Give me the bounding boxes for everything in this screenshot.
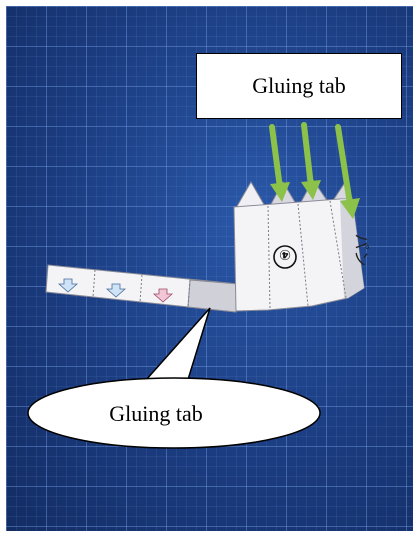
- circled-number-ring: [273, 245, 297, 269]
- down-arrow-blue-icon: [57, 278, 79, 293]
- down-arrow-pink-icon: [152, 288, 174, 303]
- speech-bubble: [27, 307, 321, 449]
- green-arrow-icon: [269, 124, 290, 202]
- bottom-callout-label: Gluing tab: [109, 401, 203, 426]
- circled-number: ④: [279, 246, 291, 262]
- paper-panel: [233, 179, 365, 312]
- top-callout-label: Gluing tab: [196, 53, 402, 119]
- panel-side-text: パン: [352, 234, 371, 267]
- green-arrow-icon: [335, 124, 360, 219]
- green-arrow-icon: [301, 122, 321, 200]
- strip-gluing-tab: [187, 279, 239, 313]
- down-arrow-blue-icon: [105, 283, 127, 298]
- top-gluing-tab: [235, 180, 267, 209]
- paper-strip: [45, 264, 239, 313]
